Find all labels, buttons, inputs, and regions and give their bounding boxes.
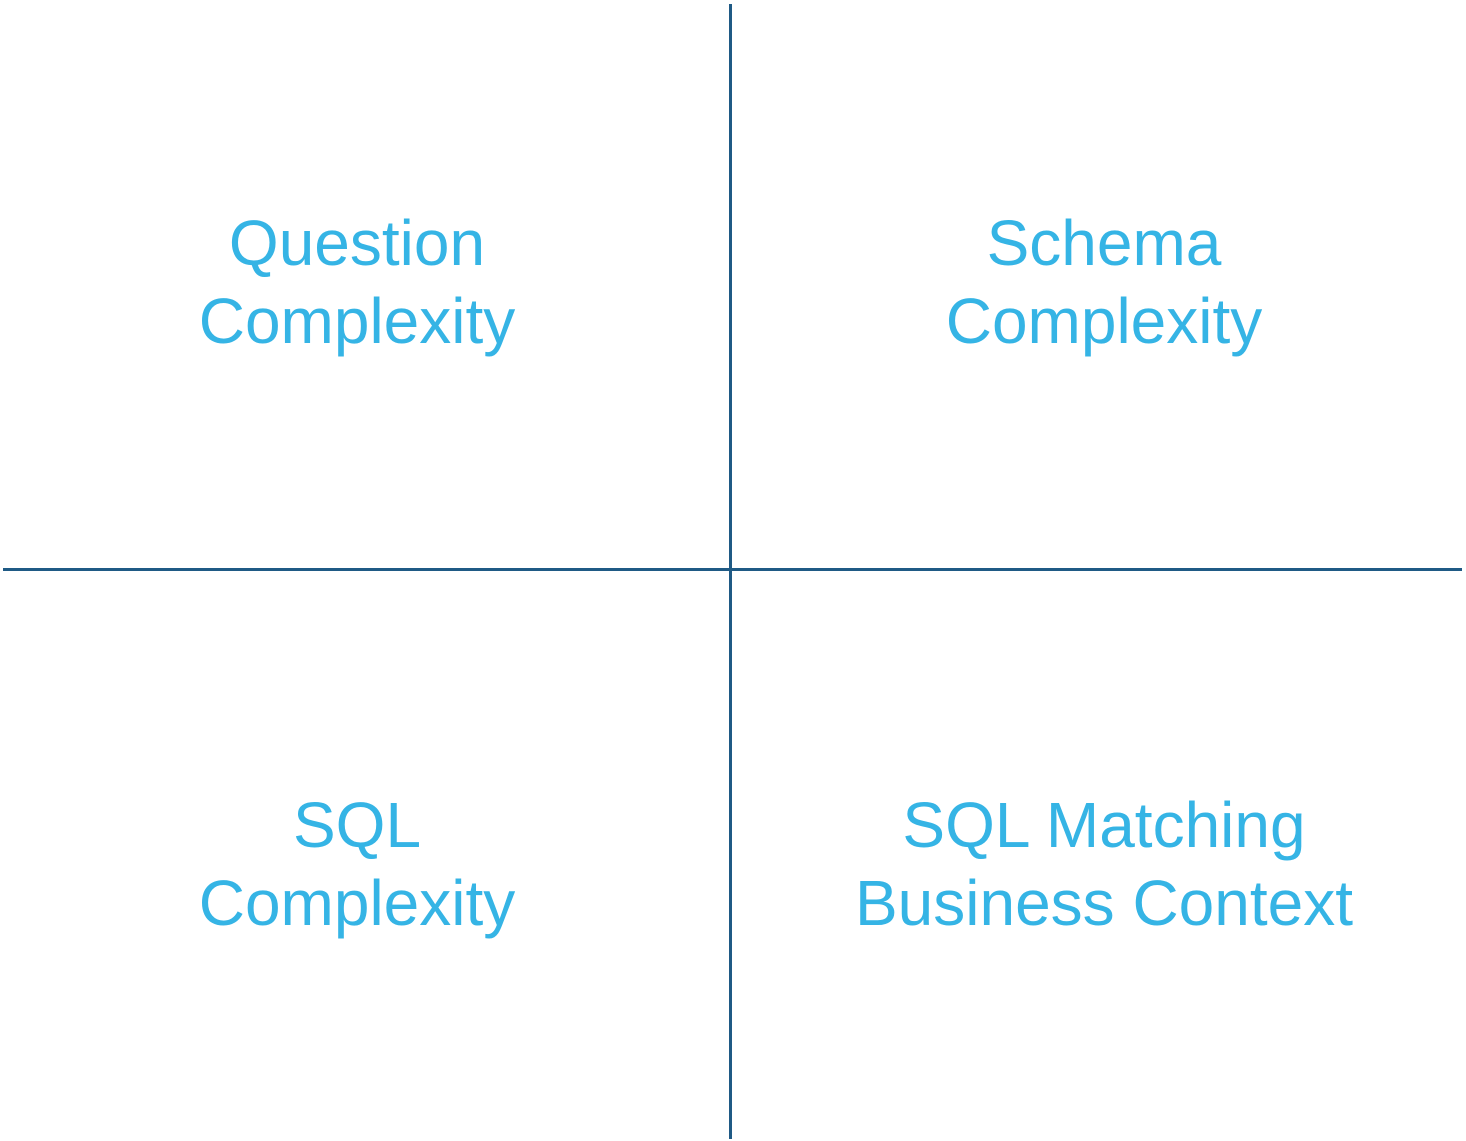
quadrant-schema-complexity: Schema Complexity [754, 204, 1454, 360]
quadrant-label-line: Schema [986, 207, 1222, 279]
quadrant-sql-complexity: SQL Complexity [7, 786, 707, 942]
quadrant-label-line: SQL [292, 789, 422, 861]
quadrant-label-line: Business Context [854, 867, 1354, 939]
vertical-axis-line [729, 4, 732, 1139]
quadrant-question-complexity: Question Complexity [7, 204, 707, 360]
quadrant-label-line: Complexity [198, 867, 516, 939]
horizontal-axis-line [3, 568, 1462, 571]
quadrant-sql-matching-business-context: SQL Matching Business Context [754, 786, 1454, 942]
quadrant-label-line: Complexity [198, 285, 516, 357]
quadrant-label-line: Complexity [945, 285, 1263, 357]
quadrant-label-line: SQL Matching [902, 789, 1306, 861]
quadrant-label-line: Question [228, 207, 486, 279]
